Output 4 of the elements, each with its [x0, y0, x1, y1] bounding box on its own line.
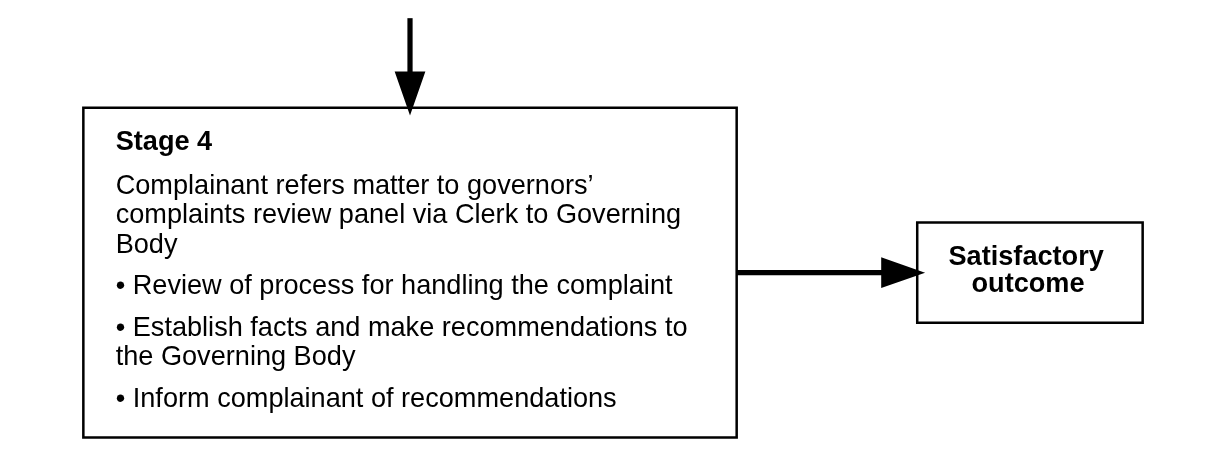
node-box: Satisfactory outcome [915, 221, 1144, 324]
arrow [736, 257, 925, 288]
arrow [394, 18, 425, 116]
node-box: Stage 4 Complainant refers matter to governors’ complaints review panel via Clerk to Governing Body • Review of process for handling the complaint • Establish facts and make recommendations to the Governing Body • Inform complainant of recommendations [81, 106, 738, 439]
